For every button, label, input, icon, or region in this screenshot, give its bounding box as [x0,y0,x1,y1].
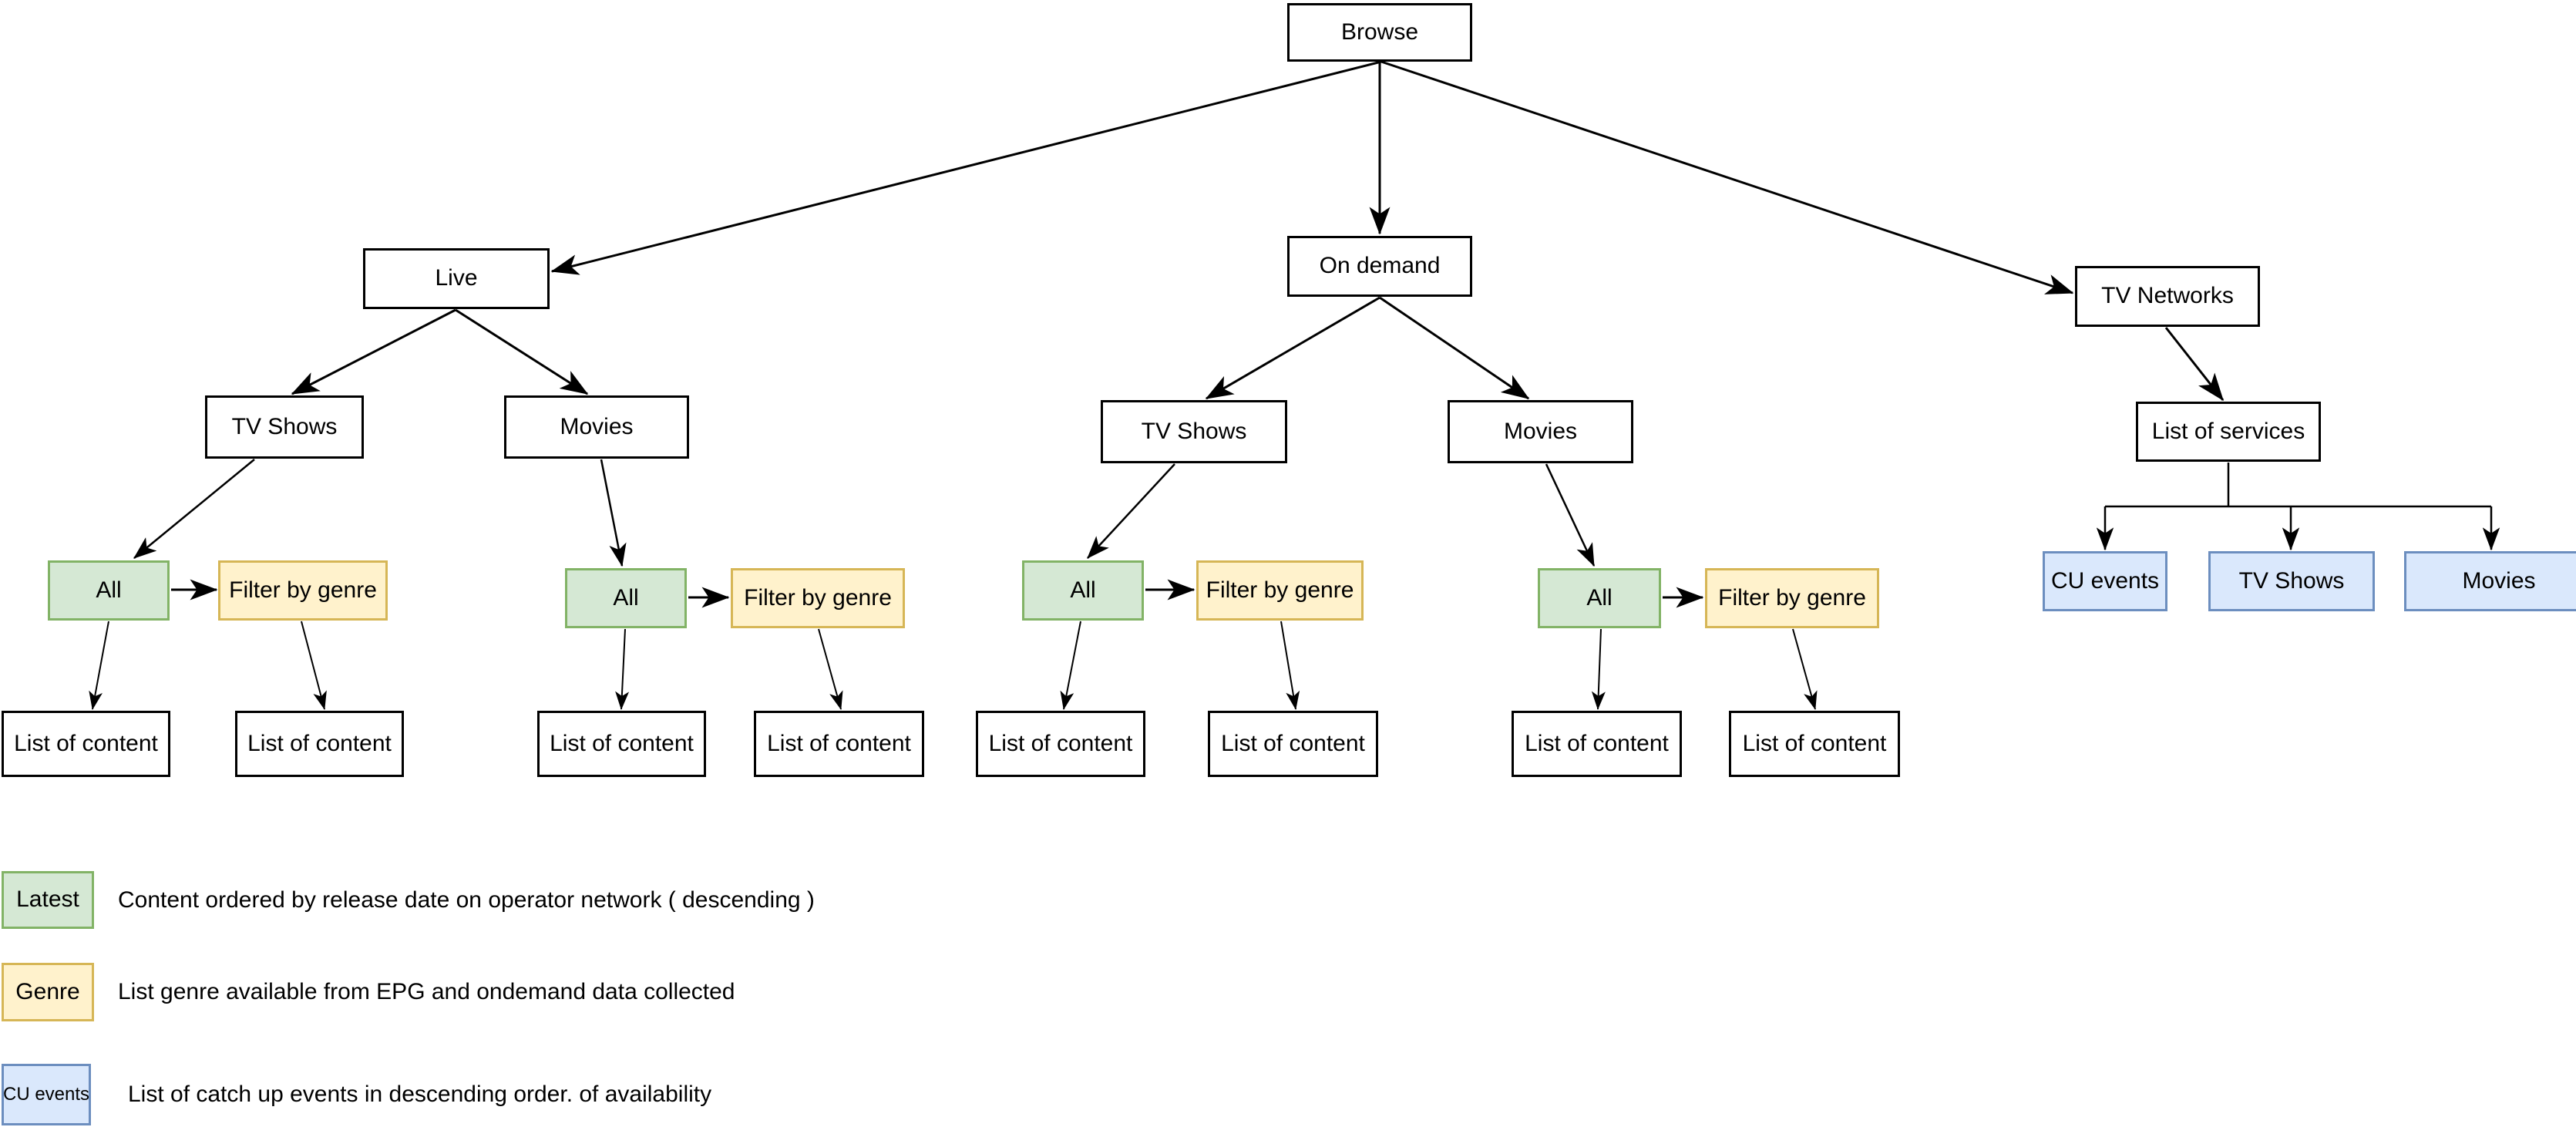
node-list-of-content-1: List of content [2,711,170,777]
legend-swatch-cu-events: CU events [2,1064,91,1125]
node-networks-tv-shows: TV Shows [2208,551,2375,611]
node-on-demand: On demand [1287,236,1472,297]
node-list-of-content-4: List of content [754,711,924,777]
legend-swatch-latest: Latest [2,871,94,929]
legend-description-latest: Content ordered by release date on opera… [118,886,815,913]
node-list-of-content-3: List of content [537,711,706,777]
node-tv-networks: TV Networks [2075,266,2260,327]
node-filter-od-tv-shows: Filter by genre [1196,560,1364,621]
node-live-movies: Movies [504,395,689,459]
node-cu-events: CU events [2043,551,2167,611]
node-all-live-tv-shows: All [48,560,170,621]
node-filter-live-tv-shows: Filter by genre [218,560,388,621]
node-list-of-content-2: List of content [235,711,404,777]
node-all-od-tv-shows: All [1022,560,1144,621]
node-filter-live-movies: Filter by genre [731,568,905,628]
node-browse: Browse [1287,3,1472,62]
node-filter-od-movies: Filter by genre [1705,568,1879,628]
node-live-tv-shows: TV Shows [205,395,364,459]
node-live: Live [363,248,550,309]
node-list-of-content-6: List of content [1208,711,1378,777]
node-all-od-movies: All [1538,568,1661,628]
node-all-live-movies: All [565,568,687,628]
node-od-tv-shows: TV Shows [1101,400,1287,463]
node-list-of-content-7: List of content [1512,711,1682,777]
node-od-movies: Movies [1448,400,1633,463]
node-networks-movies: Movies [2404,551,2576,611]
node-list-of-content-8: List of content [1729,711,1900,777]
node-list-of-content-5: List of content [976,711,1145,777]
node-list-of-services: List of services [2136,402,2321,462]
legend-description-genre: List genre available from EPG and ondema… [118,979,735,1004]
legend-swatch-genre: Genre [2,963,94,1021]
legend-description-cu-events: List of catch up events in descending or… [128,1082,712,1107]
